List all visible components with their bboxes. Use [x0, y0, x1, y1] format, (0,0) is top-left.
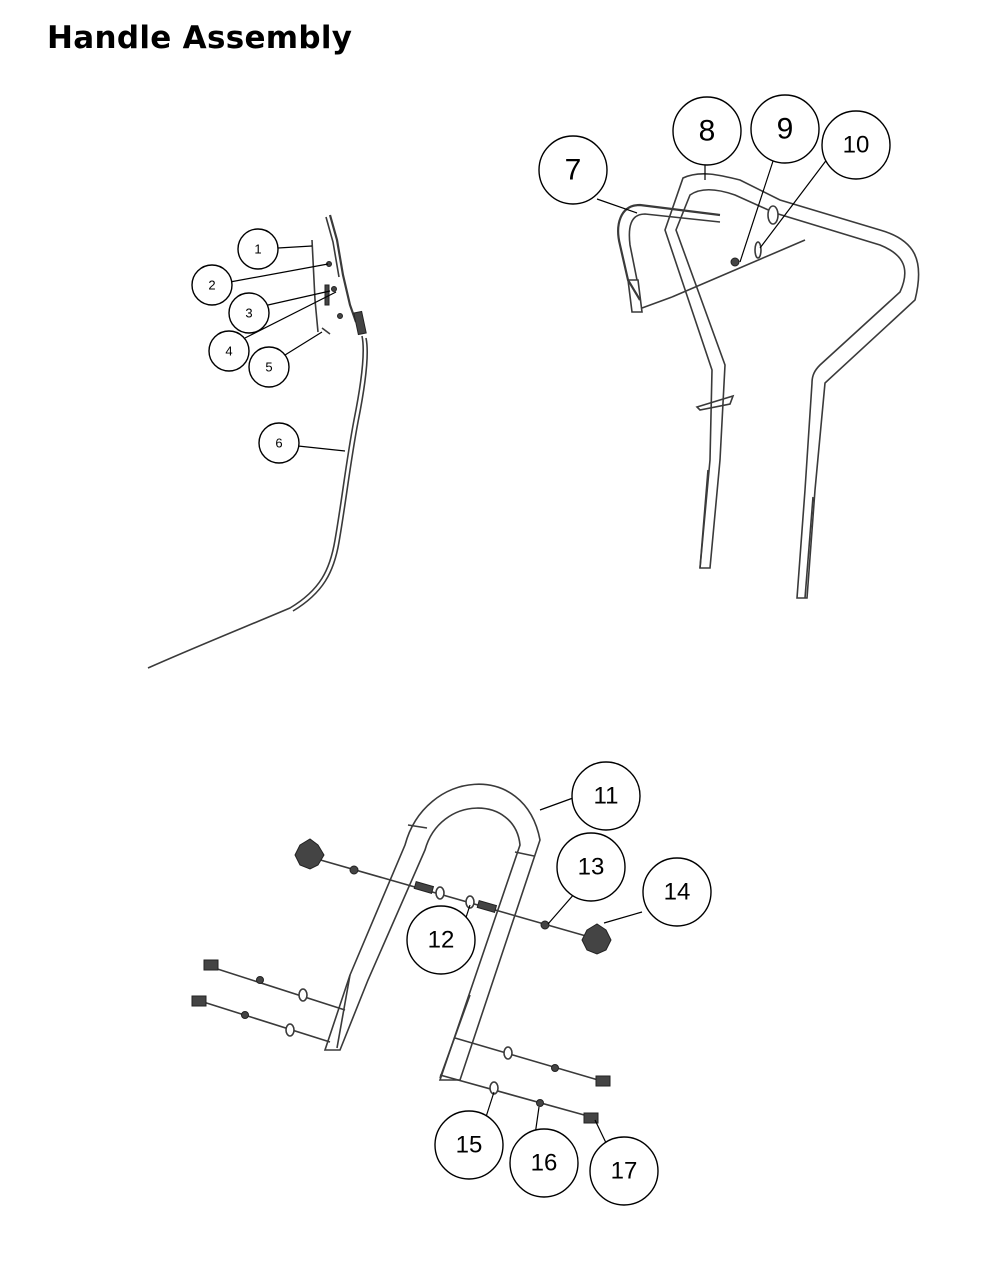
- callout-13: 13: [556, 832, 626, 902]
- lower-handle-assembly: [191, 783, 612, 1124]
- page-title: Handle Assembly: [47, 20, 353, 56]
- callout-8-label: 8: [699, 115, 716, 148]
- callout-9: 9: [750, 94, 820, 164]
- callout-11: 11: [571, 761, 641, 831]
- callout-17-label: 17: [611, 1158, 638, 1185]
- callout-12: 12: [406, 905, 476, 975]
- callout-5-label: 5: [265, 360, 272, 375]
- callout-13-label: 13: [578, 854, 605, 881]
- callout-9-label: 9: [777, 113, 794, 146]
- upper-handle-assembly: [617, 172, 920, 599]
- callout-14-label: 14: [664, 879, 691, 906]
- callout-16: 16: [509, 1128, 579, 1198]
- callout-1: 1: [237, 228, 279, 270]
- callout-5: 5: [248, 346, 290, 388]
- callout-6: 6: [258, 422, 300, 464]
- callout-10-label: 10: [843, 132, 870, 159]
- callout-3: 3: [228, 292, 270, 334]
- callout-12-label: 12: [428, 927, 455, 954]
- callout-1-label: 1: [254, 242, 261, 257]
- callout-8: 8: [672, 96, 742, 166]
- callout-6-label: 6: [275, 436, 282, 451]
- callout-2: 2: [191, 264, 233, 306]
- cable-lever-assembly: [147, 214, 368, 669]
- callout-7-label: 7: [565, 154, 582, 187]
- callout-16-label: 16: [531, 1150, 558, 1177]
- callout-7: 7: [538, 135, 608, 205]
- callout-15-label: 15: [456, 1132, 483, 1159]
- callout-15: 15: [434, 1110, 504, 1180]
- callout-11-label: 11: [594, 783, 619, 810]
- callout-17: 17: [589, 1136, 659, 1206]
- callout-10: 10: [821, 110, 891, 180]
- callout-4-label: 4: [225, 344, 232, 359]
- callout-3-label: 3: [245, 306, 252, 321]
- callout-4: 4: [208, 330, 250, 372]
- leader-lines: [229, 154, 829, 1148]
- callout-2-label: 2: [208, 278, 215, 293]
- callout-14: 14: [642, 857, 712, 927]
